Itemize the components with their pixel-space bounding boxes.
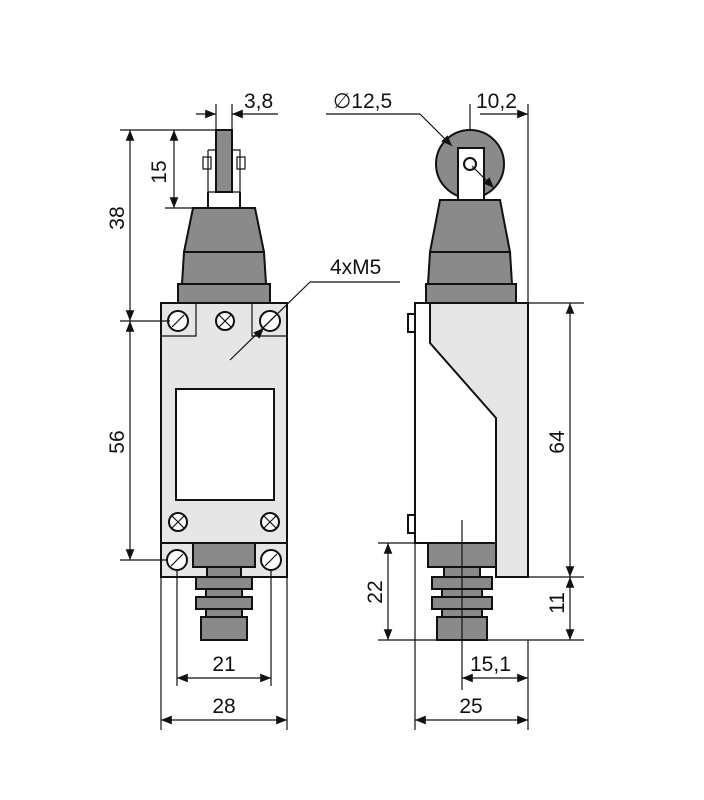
front-lug-top-left xyxy=(160,303,197,337)
cross-screw-icon xyxy=(260,512,280,532)
dim-15: 15 xyxy=(148,160,171,183)
front-roller xyxy=(215,129,233,193)
dim-21: 21 xyxy=(212,653,235,676)
side-top-nut xyxy=(425,283,517,304)
dim-3-8: 3,8 xyxy=(244,90,273,113)
mounting-hole-icon xyxy=(166,549,188,571)
front-roller-fork xyxy=(207,149,241,193)
side-view xyxy=(407,129,529,690)
front-bottom-gland xyxy=(192,542,256,568)
front-top-nut xyxy=(177,283,271,304)
front-window xyxy=(175,388,275,501)
front-top-cone xyxy=(182,207,266,253)
mounting-hole-icon xyxy=(167,310,189,332)
front-roller-pin-right xyxy=(236,156,246,170)
dim-28: 28 xyxy=(212,695,235,718)
front-top-collar xyxy=(180,251,268,285)
mounting-hole-icon xyxy=(260,549,282,571)
side-dimensions: ∅12,5 10,2 64 11 22 15,1 25 xyxy=(326,90,584,730)
front-dimensions: 3,8 15 38 56 21 28 4xM5 xyxy=(106,90,400,730)
front-roller-pin-left xyxy=(202,156,212,170)
front-view xyxy=(160,129,288,641)
dim-56: 56 xyxy=(106,430,129,453)
dim-4xm5: 4xM5 xyxy=(330,256,381,279)
dim-22: 22 xyxy=(364,580,387,603)
dim-38: 38 xyxy=(106,206,129,229)
dim-11: 11 xyxy=(546,592,569,614)
dim-64: 64 xyxy=(546,430,569,454)
dim-15-1: 15,1 xyxy=(470,653,511,676)
side-top-cone xyxy=(428,199,512,253)
dim-diameter-12-5: ∅12,5 xyxy=(333,90,392,113)
dim-25: 25 xyxy=(459,695,482,718)
cross-screw-icon xyxy=(168,512,188,532)
dim-10-2: 10,2 xyxy=(476,90,517,113)
front-cable-end xyxy=(200,616,248,641)
front-lug-top-right xyxy=(251,303,288,337)
cross-screw-icon xyxy=(215,311,235,331)
side-top-collar xyxy=(426,251,514,285)
